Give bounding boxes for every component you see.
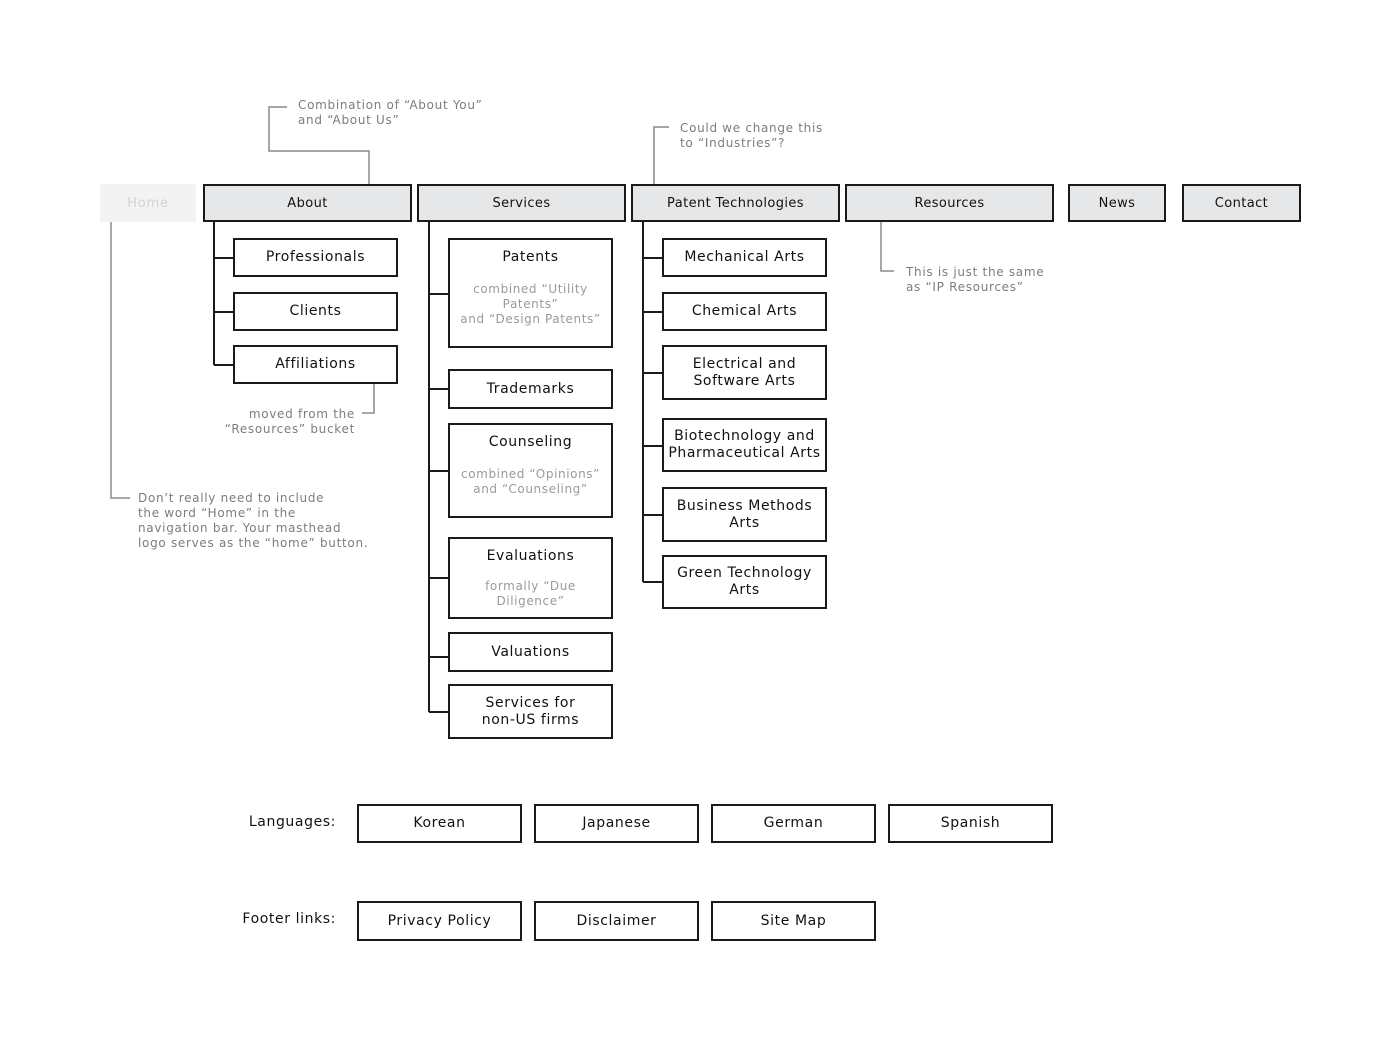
services-item-trademarks[interactable]: Trademarks [448, 369, 613, 409]
about-tree-lines [213, 222, 234, 366]
nav-resources-label: Resources [914, 195, 985, 211]
services-item-evaluations[interactable]: Evaluations formally “Due Diligence” [448, 537, 613, 619]
tech-item-green-technology-arts[interactable]: Green Technology Arts [662, 555, 827, 609]
footer-link-label: Privacy Policy [387, 912, 492, 929]
nav-about-label: About [287, 195, 328, 211]
tech-item-mechanical-arts[interactable]: Mechanical Arts [662, 238, 827, 277]
nav-about-button[interactable]: About [203, 184, 412, 222]
annotation-affiliations: moved from the “Resources” bucket [224, 407, 355, 436]
tech-item-electrical-software-arts[interactable]: Electrical and Software Arts [662, 345, 827, 400]
services-item-non-us-firms[interactable]: Services for non-US firms [448, 684, 613, 739]
tech-tree-lines [642, 222, 663, 583]
footer-link-disclaimer[interactable]: Disclaimer [534, 901, 699, 941]
footer-link-label: Site Map [760, 912, 827, 929]
nav-resources-button[interactable]: Resources [845, 184, 1054, 222]
annotation-about: Combination of “About You” and “About Us… [298, 98, 483, 127]
nav-patent-technologies-label: Patent Technologies [667, 195, 804, 211]
nav-home-button[interactable]: Home [100, 184, 196, 222]
services-item-note: combined “Utility Patents” and “Design P… [460, 282, 601, 326]
tech-item-label: Mechanical Arts [684, 249, 805, 265]
nav-contact-button[interactable]: Contact [1182, 184, 1301, 222]
tech-item-biotech-pharma-arts[interactable]: Biotechnology and Pharmaceutical Arts [662, 418, 827, 472]
tech-item-label: Business Methods Arts [676, 497, 813, 531]
about-item-affiliations[interactable]: Affiliations [233, 345, 398, 384]
language-button-label: German [763, 815, 824, 831]
tech-item-label: Chemical Arts [691, 303, 798, 319]
services-item-note: combined “Opinions” and “Counseling” [461, 467, 600, 496]
services-item-label: Services for non-US firms [481, 694, 580, 728]
services-item-label: Patents [502, 249, 559, 265]
about-item-label: Professionals [265, 249, 366, 265]
tech-item-business-methods-arts[interactable]: Business Methods Arts [662, 487, 827, 542]
tech-item-chemical-arts[interactable]: Chemical Arts [662, 292, 827, 331]
services-item-note: formally “Due Diligence” [485, 579, 576, 608]
footer-link-privacy-policy[interactable]: Privacy Policy [357, 901, 522, 941]
footer-link-site-map[interactable]: Site Map [711, 901, 876, 941]
language-button-label: Japanese [582, 815, 651, 831]
services-item-counseling[interactable]: Counseling combined “Opinions” and “Coun… [448, 423, 613, 518]
languages-label: Languages: [248, 814, 336, 830]
services-item-label: Counseling [488, 434, 573, 450]
nav-patent-technologies-button[interactable]: Patent Technologies [631, 184, 840, 222]
annotation-home: Don’t really need to include the word “H… [138, 491, 369, 550]
nav-news-label: News [1098, 195, 1136, 211]
about-item-label: Clients [289, 303, 342, 319]
footer-link-label: Disclaimer [576, 912, 657, 929]
nav-home-label: Home [127, 195, 169, 211]
annotation-patent-technologies: Could we change this to “Industries”? [680, 121, 823, 150]
about-item-label: Affiliations [275, 356, 356, 372]
services-item-label: Valuations [491, 643, 570, 660]
services-item-label: Evaluations [486, 548, 575, 564]
nav-services-button[interactable]: Services [417, 184, 626, 222]
nav-news-button[interactable]: News [1068, 184, 1166, 222]
language-button-japanese[interactable]: Japanese [534, 804, 699, 843]
services-item-label: Trademarks [486, 380, 575, 397]
about-item-professionals[interactable]: Professionals [233, 238, 398, 277]
services-item-patents[interactable]: Patents combined “Utility Patents” and “… [448, 238, 613, 348]
language-button-german[interactable]: German [711, 804, 876, 843]
language-button-label: Spanish [940, 815, 1001, 831]
tech-item-label: Biotechnology and Pharmaceutical Arts [668, 428, 821, 461]
language-button-spanish[interactable]: Spanish [888, 804, 1053, 843]
services-tree-lines [428, 222, 449, 713]
footer-links-label: Footer links: [242, 911, 336, 927]
nav-contact-label: Contact [1214, 195, 1269, 211]
language-button-label: Korean [413, 815, 466, 831]
tech-item-label: Green Technology Arts [677, 565, 812, 598]
nav-services-label: Services [492, 195, 551, 211]
language-button-korean[interactable]: Korean [357, 804, 522, 843]
about-item-clients[interactable]: Clients [233, 292, 398, 331]
services-item-valuations[interactable]: Valuations [448, 632, 613, 672]
tech-item-label: Electrical and Software Arts [692, 355, 797, 389]
annotation-resources: This is just the same as “IP Resources” [906, 265, 1045, 294]
